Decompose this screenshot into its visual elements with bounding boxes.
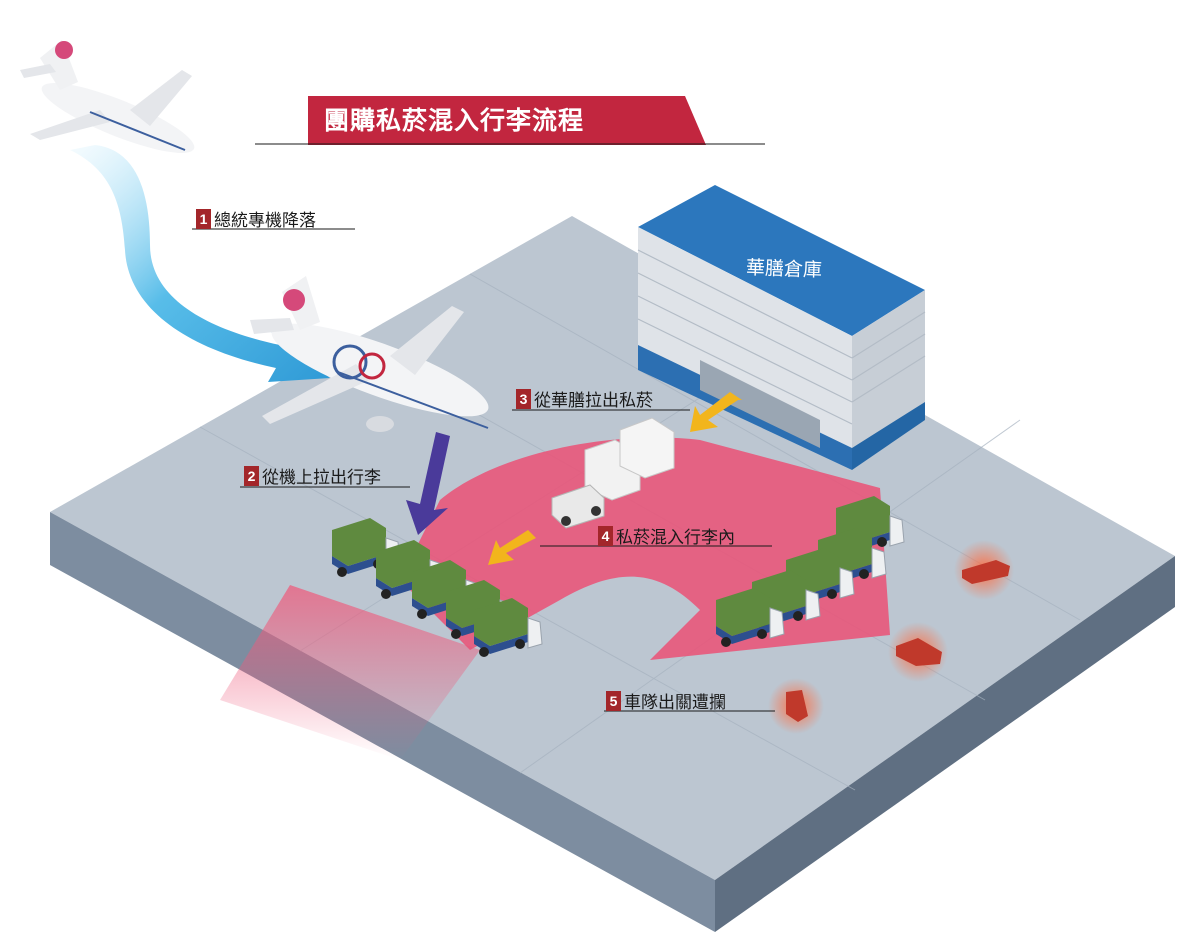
page-title: 團購私菸混入行李流程 [324,106,585,135]
step-2-label: 2 從機上拉出行李 [244,463,381,488]
step-1-label: 1 總統專機降落 [196,206,316,231]
step-5-text: 車隊出關遭攔 [624,693,726,713]
step-1-badge: 1 [196,208,211,229]
title-banner [255,96,765,145]
step-5-label: 5 車隊出關遭攔 [606,688,726,713]
step-4-badge: 4 [598,525,613,546]
step-2-badge: 2 [244,465,259,486]
truck [474,598,543,657]
step-1-text: 總統專機降落 [214,211,316,231]
descent-arrow [70,145,330,382]
step-5-badge: 5 [606,690,621,711]
police-car [962,560,1010,584]
police-car [896,638,942,666]
yellow-arrow-to-luggage [488,530,536,565]
step-4-text: 私菸混入行李內 [616,528,735,548]
cargo-tug [551,417,675,529]
leader-lines [192,228,775,712]
police-cars [768,540,1014,734]
yellow-arrow-from-warehouse [690,392,742,432]
step-4-label: 4 私菸混入行李內 [598,523,735,548]
highlight-beam [220,585,480,760]
warehouse-label: 華膳倉庫 [746,257,823,282]
airplane-descending [20,40,195,153]
trucks-left [332,518,543,657]
airplane-landed [250,276,489,432]
trucks-right [716,496,905,647]
police-car [786,690,808,722]
step-3-label: 3 從華膳拉出私菸 [516,386,653,411]
step-3-text: 從華膳拉出私菸 [534,391,653,411]
luggage-arrow [406,432,450,535]
warehouse-building [637,185,926,470]
step-2-text: 從機上拉出行李 [262,468,381,488]
truck [716,588,785,647]
step-3-badge: 3 [516,388,531,409]
